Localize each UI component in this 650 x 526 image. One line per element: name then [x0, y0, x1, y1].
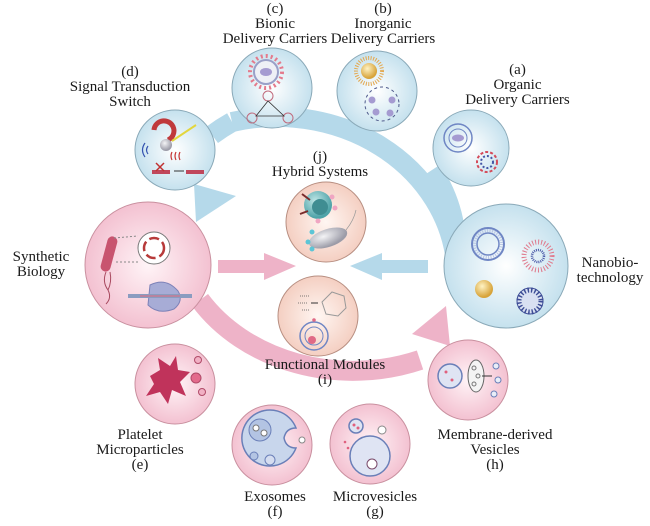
label-line: Delivery Carriers	[222, 31, 328, 47]
label-c-bionic-delivery-carriers: (c) Bionic Delivery Carriers	[205, 2, 345, 47]
label-i-functional-modules: Functional Modules (i)	[250, 358, 400, 388]
label-line: Bionic	[255, 16, 295, 32]
label-line: Exosomes	[244, 489, 306, 505]
label-line: Membrane-derived	[437, 427, 553, 443]
gold-nanoparticle-framework-icon	[354, 56, 400, 122]
tag-b: (b)	[374, 1, 392, 17]
tag-e: (e)	[131, 457, 149, 473]
tag-a: (a)	[509, 62, 526, 78]
label-line: Microparticles	[96, 442, 184, 458]
tag-h: (h)	[486, 457, 504, 473]
label-line: Switch	[109, 94, 151, 110]
node-i-functional-modules	[277, 275, 359, 357]
label-line: technology	[576, 270, 644, 286]
label-b-inorganic-delivery-carriers: (b) Inorganic Delivery Carriers	[318, 2, 448, 47]
node-a-organic-delivery-carriers	[432, 109, 510, 187]
tag-c: (c)	[266, 1, 284, 17]
platelet-icon	[146, 356, 206, 404]
label-nanobiotechnology: Nanobio- technology	[570, 256, 650, 286]
label-g-microvesicles: Microvesicles (g)	[315, 490, 435, 520]
node-g-microvesicles	[329, 403, 411, 485]
label-line: Synthetic	[12, 249, 70, 265]
blue-straight-arrow	[350, 253, 428, 280]
node-h-membrane-derived-vesicles	[427, 339, 509, 421]
label-f-exosomes: Exosomes (f)	[215, 490, 335, 520]
node-synthetic-biology	[84, 201, 212, 329]
pink-arc-arrowhead	[412, 306, 450, 346]
node-nanobiotechnology	[443, 203, 569, 329]
label-line: Hybrid Systems	[271, 164, 369, 180]
pink-arc-arrow	[191, 293, 450, 381]
tag-g: (g)	[366, 504, 384, 520]
label-synthetic-biology: Synthetic Biology	[2, 250, 80, 280]
pink-straight-arrow	[218, 253, 296, 280]
label-j-hybrid-systems: (j) Hybrid Systems	[255, 150, 385, 180]
label-line: Nanobio-	[581, 255, 639, 271]
node-j-hybrid-systems	[285, 181, 367, 263]
label-h-membrane-derived-vesicles: Membrane-derived Vesicles (h)	[420, 428, 570, 473]
tag-d: (d)	[121, 64, 139, 80]
label-line: Platelet	[117, 427, 163, 443]
label-line: Signal Transduction	[69, 79, 191, 95]
nanoparticles-icon	[471, 227, 555, 315]
bacterium-plasmid-crispr-icon	[100, 231, 192, 312]
label-line: Inorganic	[354, 16, 412, 32]
node-e-platelet-microparticles	[134, 343, 216, 425]
label-line: Delivery Carriers	[465, 92, 570, 108]
magnet-light-heat-switch-icon	[141, 118, 204, 174]
blue-arc-arrowhead	[194, 184, 236, 222]
node-f-exosomes	[231, 404, 313, 486]
label-line: Organic	[493, 77, 542, 93]
tag-f: (f)	[267, 504, 283, 520]
label-a-organic-delivery-carriers: (a) Organic Delivery Carriers	[450, 63, 585, 108]
label-d-signal-transduction-switch: (d) Signal Transduction Switch	[65, 65, 195, 110]
cell-membrane-dna-tetrahedron-icon	[246, 54, 294, 124]
label-e-platelet-microparticles: Platelet Microparticles (e)	[80, 428, 200, 473]
liposome-polymer-icon	[443, 123, 498, 173]
node-d-signal-transduction-switch	[134, 109, 216, 191]
node-c-bionic-delivery-carriers	[231, 47, 313, 129]
exosome-icon	[241, 409, 306, 467]
label-line: Microvesicles	[332, 489, 418, 505]
node-b-inorganic-delivery-carriers	[336, 50, 418, 132]
tag-i: (i)	[317, 372, 333, 388]
label-line: Biology	[16, 264, 66, 280]
label-line: Delivery Carriers	[330, 31, 436, 47]
membrane-extrusion-icon	[437, 359, 502, 398]
dna-cage-membrane-pore-icon	[298, 291, 347, 351]
label-line: Functional Modules	[264, 357, 386, 373]
label-line: Vesicles	[470, 442, 520, 458]
cell-bacterium-hybrid-icon	[299, 191, 357, 252]
microvesicle-icon	[343, 418, 391, 477]
tag-j: (j)	[312, 149, 328, 165]
